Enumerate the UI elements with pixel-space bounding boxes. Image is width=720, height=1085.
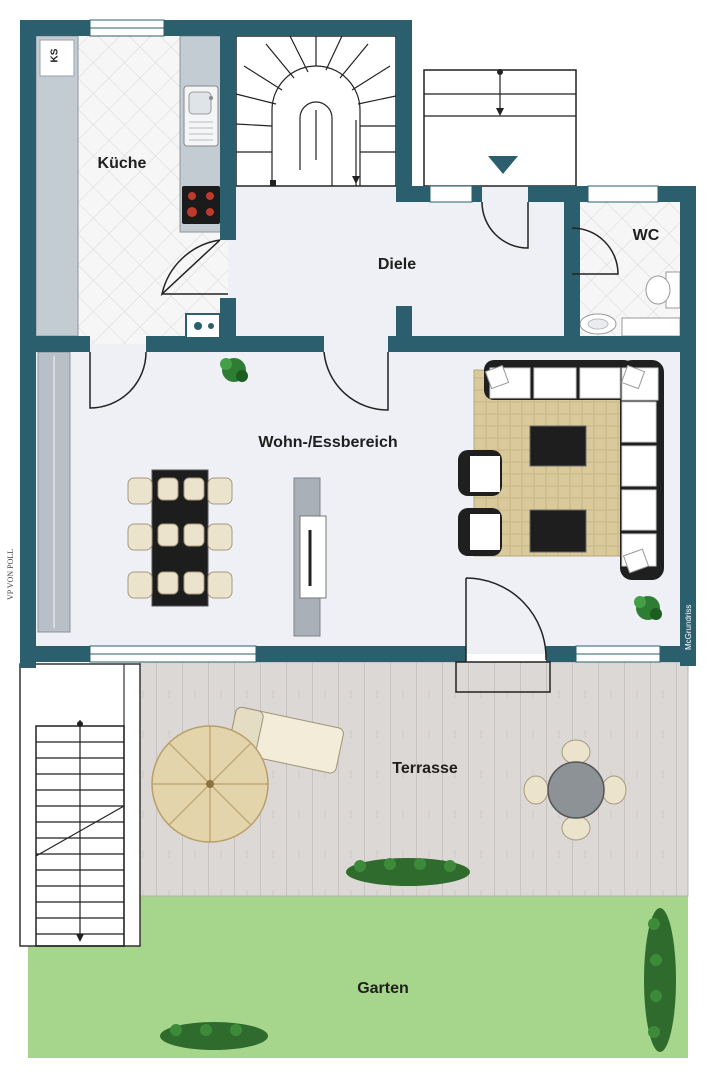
room-label-kueche: Küche bbox=[97, 155, 147, 172]
fridge-label: KS bbox=[49, 48, 61, 63]
plant-icon bbox=[220, 358, 662, 620]
room-label-wc: WC bbox=[632, 227, 660, 244]
hedge-icon bbox=[160, 858, 676, 1052]
entrance-arrow-icon bbox=[488, 156, 518, 174]
parasol-icon bbox=[151, 725, 269, 843]
fridge-counter bbox=[35, 35, 79, 337]
credit-text: McGrundriss bbox=[684, 604, 693, 650]
brand-logo-text: VP VON POLL bbox=[6, 548, 15, 600]
room-label-garten: Garten bbox=[357, 980, 409, 997]
room-label-diele: Diele bbox=[377, 256, 417, 273]
room-label-terrasse: Terrasse bbox=[392, 760, 458, 777]
armchairs bbox=[458, 450, 502, 556]
tv-icon bbox=[299, 515, 327, 599]
coffee-tables bbox=[529, 425, 587, 553]
dining-chairs bbox=[127, 477, 233, 599]
door-swings bbox=[89, 201, 619, 693]
windows bbox=[89, 19, 661, 663]
bistro-set bbox=[523, 739, 627, 841]
room-label-wohn: Wohn-/Essbereich bbox=[258, 434, 398, 451]
stove-icon bbox=[182, 186, 220, 224]
